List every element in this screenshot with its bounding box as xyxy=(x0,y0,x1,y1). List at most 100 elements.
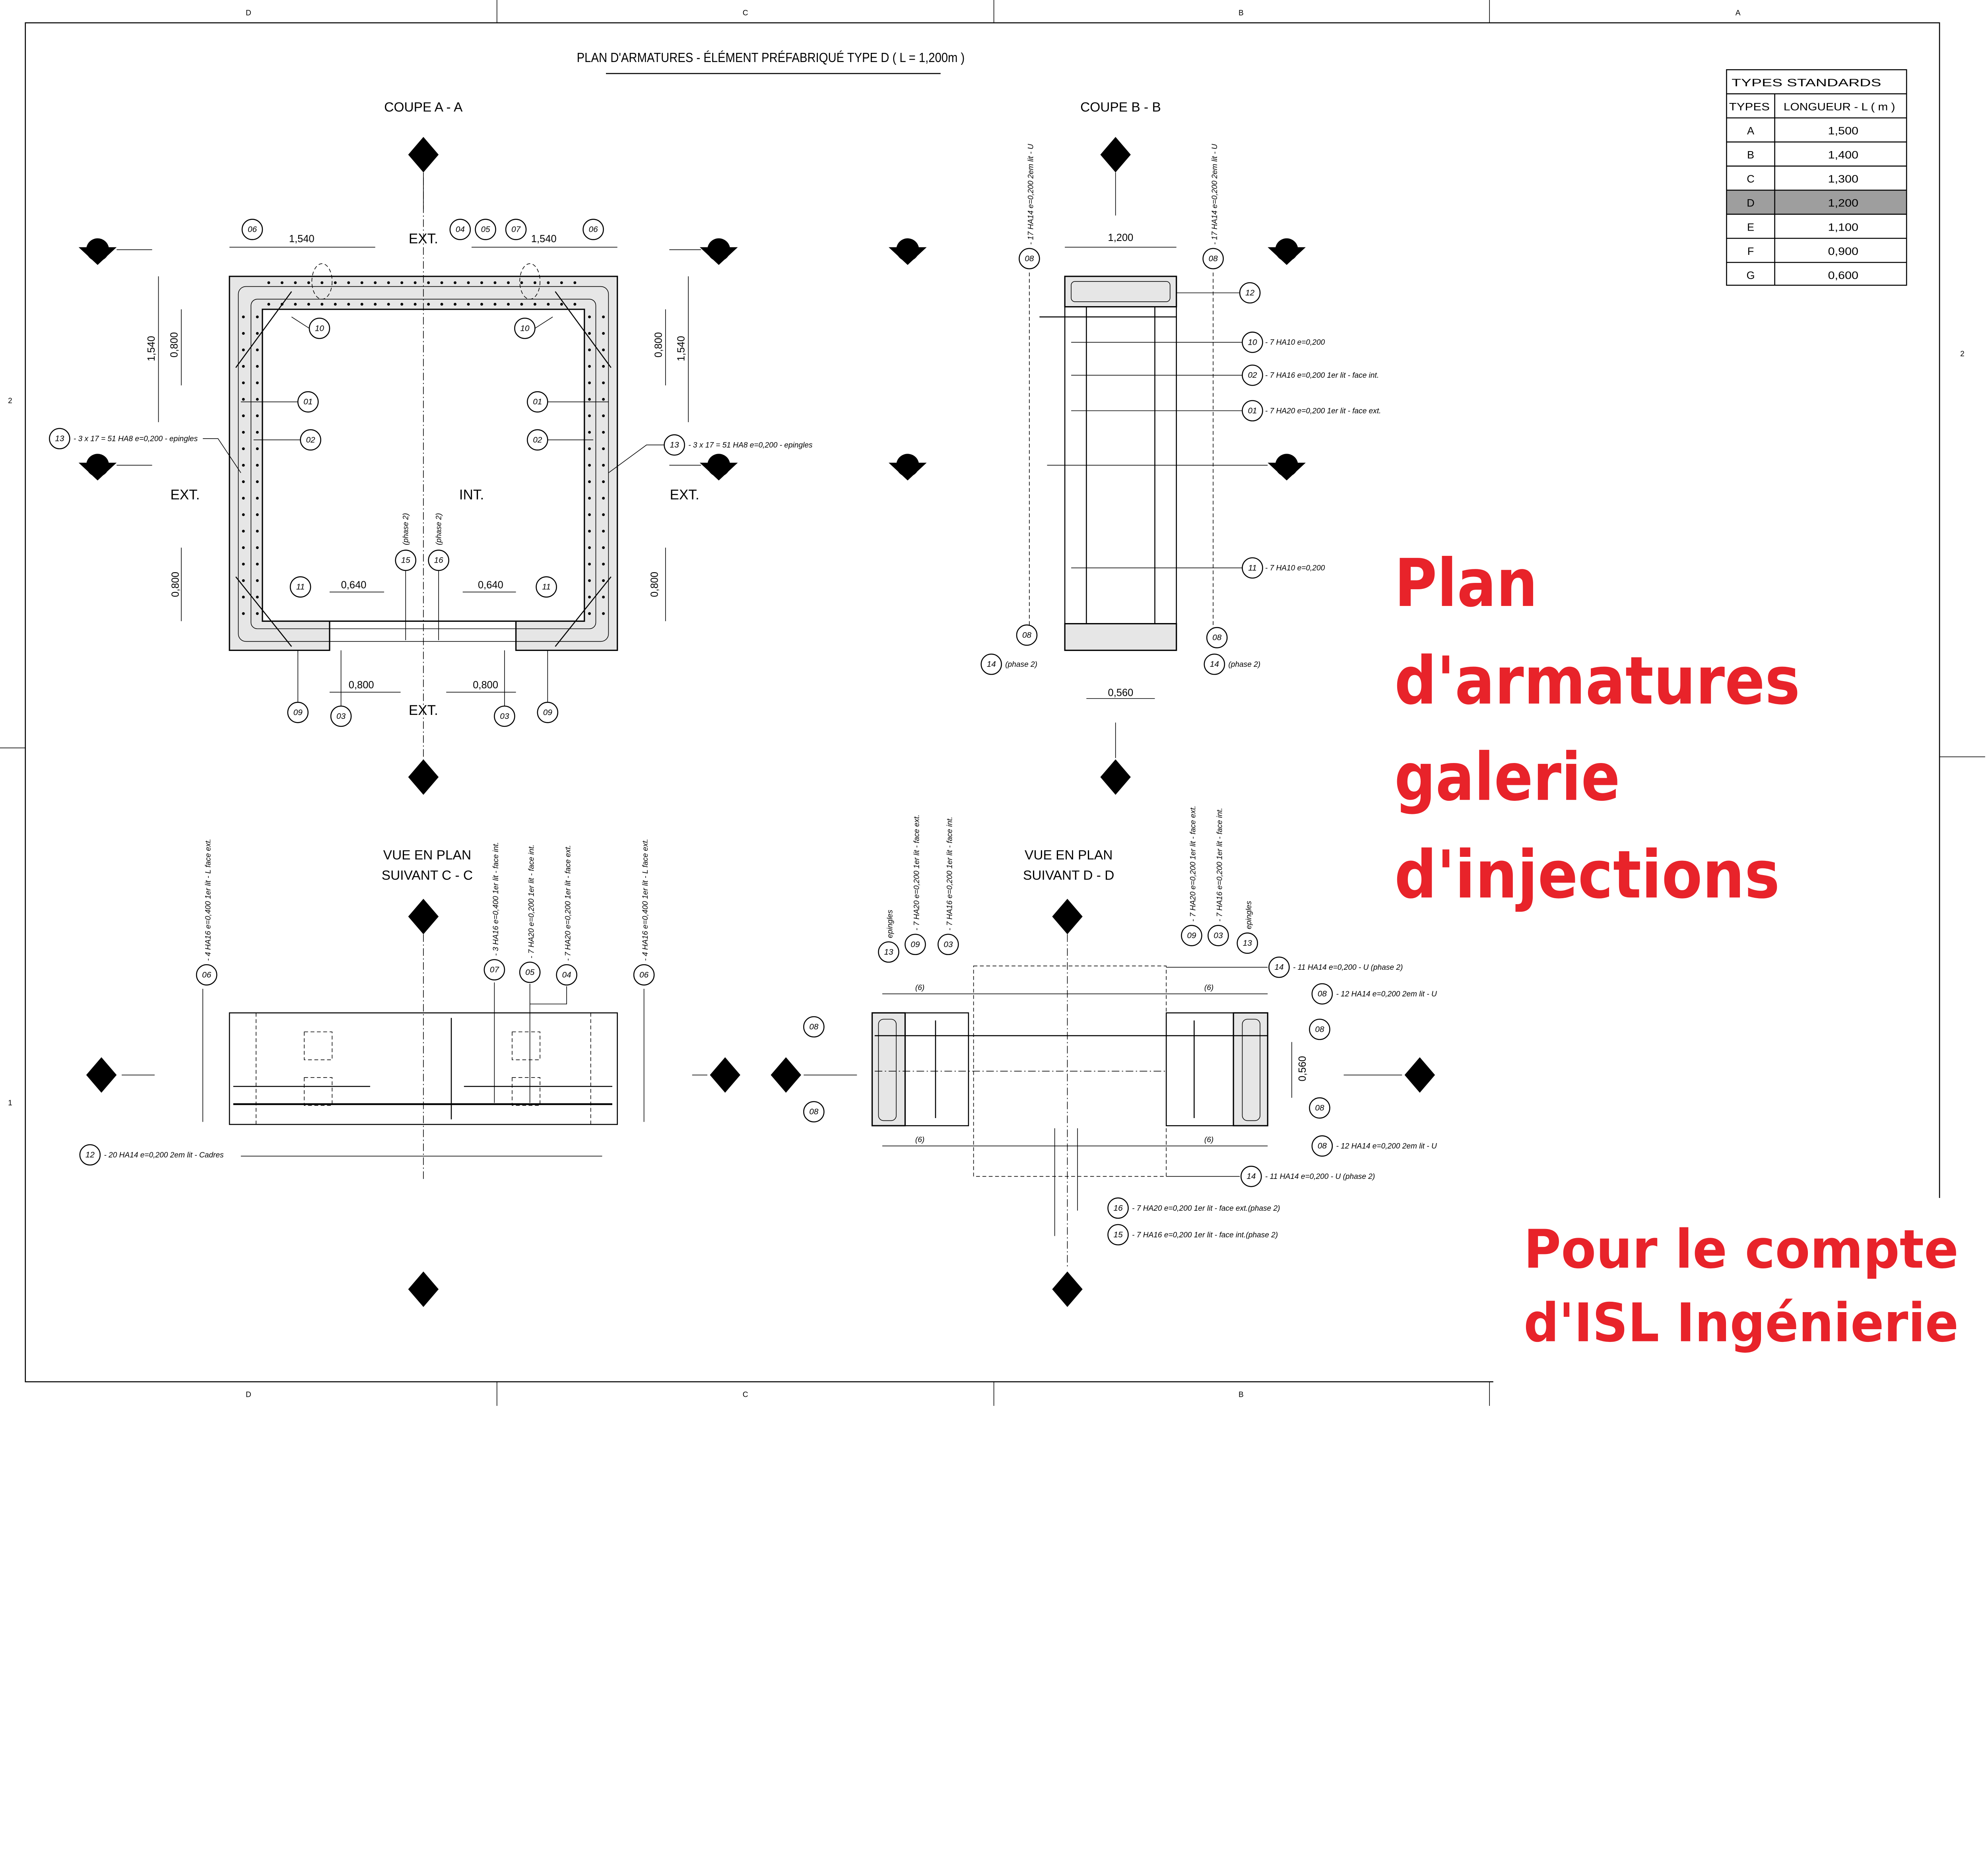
rebar-dot xyxy=(256,414,259,417)
svg-text:09: 09 xyxy=(911,940,920,949)
rebar-dot xyxy=(256,596,259,599)
rebar-dot xyxy=(547,303,550,306)
note-epingles-right: epingles xyxy=(1245,901,1253,929)
callout-11: 11 xyxy=(289,576,311,598)
rebar-dot xyxy=(256,365,259,368)
coupe-bb-title: COUPE B - B xyxy=(1080,100,1161,115)
callout-09: 09 xyxy=(287,702,309,723)
rebar-dot xyxy=(374,281,377,284)
svg-text:13: 13 xyxy=(884,947,893,957)
section-marker-b-bottom: B xyxy=(408,1271,439,1307)
drawing-sheet: D C B A D C B 2 1 2 PLAN D'ARMATURES - É… xyxy=(0,0,1985,1406)
table-header-types: TYPES xyxy=(1729,100,1770,113)
dim-right-upper: 0,800 xyxy=(653,332,664,357)
svg-text:10: 10 xyxy=(315,324,324,333)
rebar-dot xyxy=(242,381,245,384)
overlay-client-2: d'ISL Ingénierie xyxy=(1524,1292,1959,1354)
callout-03: 03 xyxy=(1208,925,1229,946)
rebar-dot xyxy=(320,303,324,306)
svg-text:B: B xyxy=(419,769,428,785)
coupe-aa-title: COUPE A - A xyxy=(384,100,463,115)
rebar-dot xyxy=(347,281,350,284)
table-length-e: 1,100 xyxy=(1828,221,1858,233)
svg-text:D: D xyxy=(1281,458,1291,473)
section-marker-a-right: A xyxy=(710,1057,740,1093)
note-04: - 7 HA20 e=0,200 1er lit - face ext. xyxy=(564,845,573,961)
note-09-right: - 7 HA20 e=0,200 1er lit - face ext. xyxy=(1189,806,1198,922)
types-standards-table: TYPES STANDARDS TYPES LONGUEUR - L ( m )… xyxy=(1726,69,1907,286)
note-11: - 7 HA10 e=0,200 xyxy=(1265,564,1325,573)
rebar-dot xyxy=(256,348,259,351)
svg-text:04: 04 xyxy=(562,970,571,979)
callout-02: 02 xyxy=(527,429,548,451)
section-marker-a-right: A xyxy=(1404,1057,1435,1093)
phase2-14-left: (phase 2) xyxy=(1005,660,1037,669)
callout-01: 01 xyxy=(297,391,319,413)
svg-text:14: 14 xyxy=(1274,963,1283,972)
rebar-dot xyxy=(602,579,605,582)
section-marker-b-bottom: B xyxy=(1052,1271,1083,1307)
rebar-dot xyxy=(242,398,245,401)
svg-text:08: 08 xyxy=(1022,631,1032,640)
epingles-note-right: - 3 x 17 = 51 HA8 e=0,200 - epingles xyxy=(688,441,813,449)
callout-06: 06 xyxy=(633,964,655,986)
callout-12: 12 xyxy=(1239,282,1261,304)
svg-text:B: B xyxy=(1063,909,1072,924)
rebar-dot xyxy=(400,281,404,284)
rebar-dot xyxy=(588,332,591,335)
svg-text:03: 03 xyxy=(1213,931,1223,940)
svg-text:C: C xyxy=(903,242,912,258)
callout-13: 13 xyxy=(1237,932,1258,954)
rebar-dot xyxy=(334,281,337,284)
six-label-bottom-left: (6) xyxy=(915,1136,924,1144)
section-marker-d-left: D xyxy=(78,454,117,481)
callout-08: 08 xyxy=(1019,248,1040,270)
rebar-dot xyxy=(573,303,577,306)
rebar-dot xyxy=(242,464,245,467)
callout-08: 08 xyxy=(1309,1019,1330,1040)
callout-14: 14 xyxy=(1241,1165,1262,1187)
note-02: - 7 HA16 e=0,200 1er lit - face int. xyxy=(1265,371,1379,380)
phase2-15: (phase 2) xyxy=(402,513,410,545)
epingles-note-left: - 3 x 17 = 51 HA8 e=0,200 - epingles xyxy=(74,435,198,443)
svg-text:10: 10 xyxy=(520,324,530,333)
note-12: - 20 HA14 e=0,200 2em lit - Cadres xyxy=(104,1151,224,1159)
label-ext-top: EXT. xyxy=(409,231,438,247)
section-marker-c-left: C xyxy=(888,238,927,265)
svg-text:09: 09 xyxy=(1187,931,1196,940)
section-marker-d-left: D xyxy=(888,454,927,481)
svg-text:13: 13 xyxy=(1243,939,1252,948)
grid-row-2: 2 xyxy=(8,397,12,405)
callout-08: 08 xyxy=(1202,248,1224,270)
callout-05: 05 xyxy=(519,961,541,983)
svg-text:B: B xyxy=(419,147,428,162)
overlay-client-bg xyxy=(1493,1198,1982,1401)
callout-08: 08 xyxy=(1309,1097,1330,1119)
rebar-dot xyxy=(294,281,297,284)
rebar-dot xyxy=(560,281,563,284)
callout-13: 13 xyxy=(49,428,70,449)
callout-10: 10 xyxy=(1242,332,1263,353)
dim-left-height: 1,540 xyxy=(146,336,157,361)
rebar-dot xyxy=(256,398,259,401)
rebar-dot xyxy=(242,365,245,368)
dim-top-left: 1,540 xyxy=(289,233,315,245)
svg-text:05: 05 xyxy=(525,968,535,977)
rebar-dot xyxy=(360,281,363,284)
callout-08: 08 xyxy=(1311,983,1333,1005)
svg-text:07: 07 xyxy=(511,225,521,234)
svg-text:12: 12 xyxy=(85,1150,95,1159)
six-label-top-right: (6) xyxy=(1204,984,1213,992)
rebar-dot xyxy=(267,303,270,306)
section-marker-a-left: A xyxy=(771,1057,801,1093)
table-type-d: D xyxy=(1747,197,1755,209)
table-type-g: G xyxy=(1746,269,1755,281)
rebar-dot xyxy=(602,563,605,566)
rebar-dot xyxy=(280,303,283,306)
rebar-dot xyxy=(307,303,310,306)
rebar-dot xyxy=(256,447,259,450)
section-marker-c-right: C xyxy=(699,238,738,265)
rebar-dot xyxy=(588,530,591,533)
rebar-dot xyxy=(256,464,259,467)
svg-text:16: 16 xyxy=(434,556,444,565)
